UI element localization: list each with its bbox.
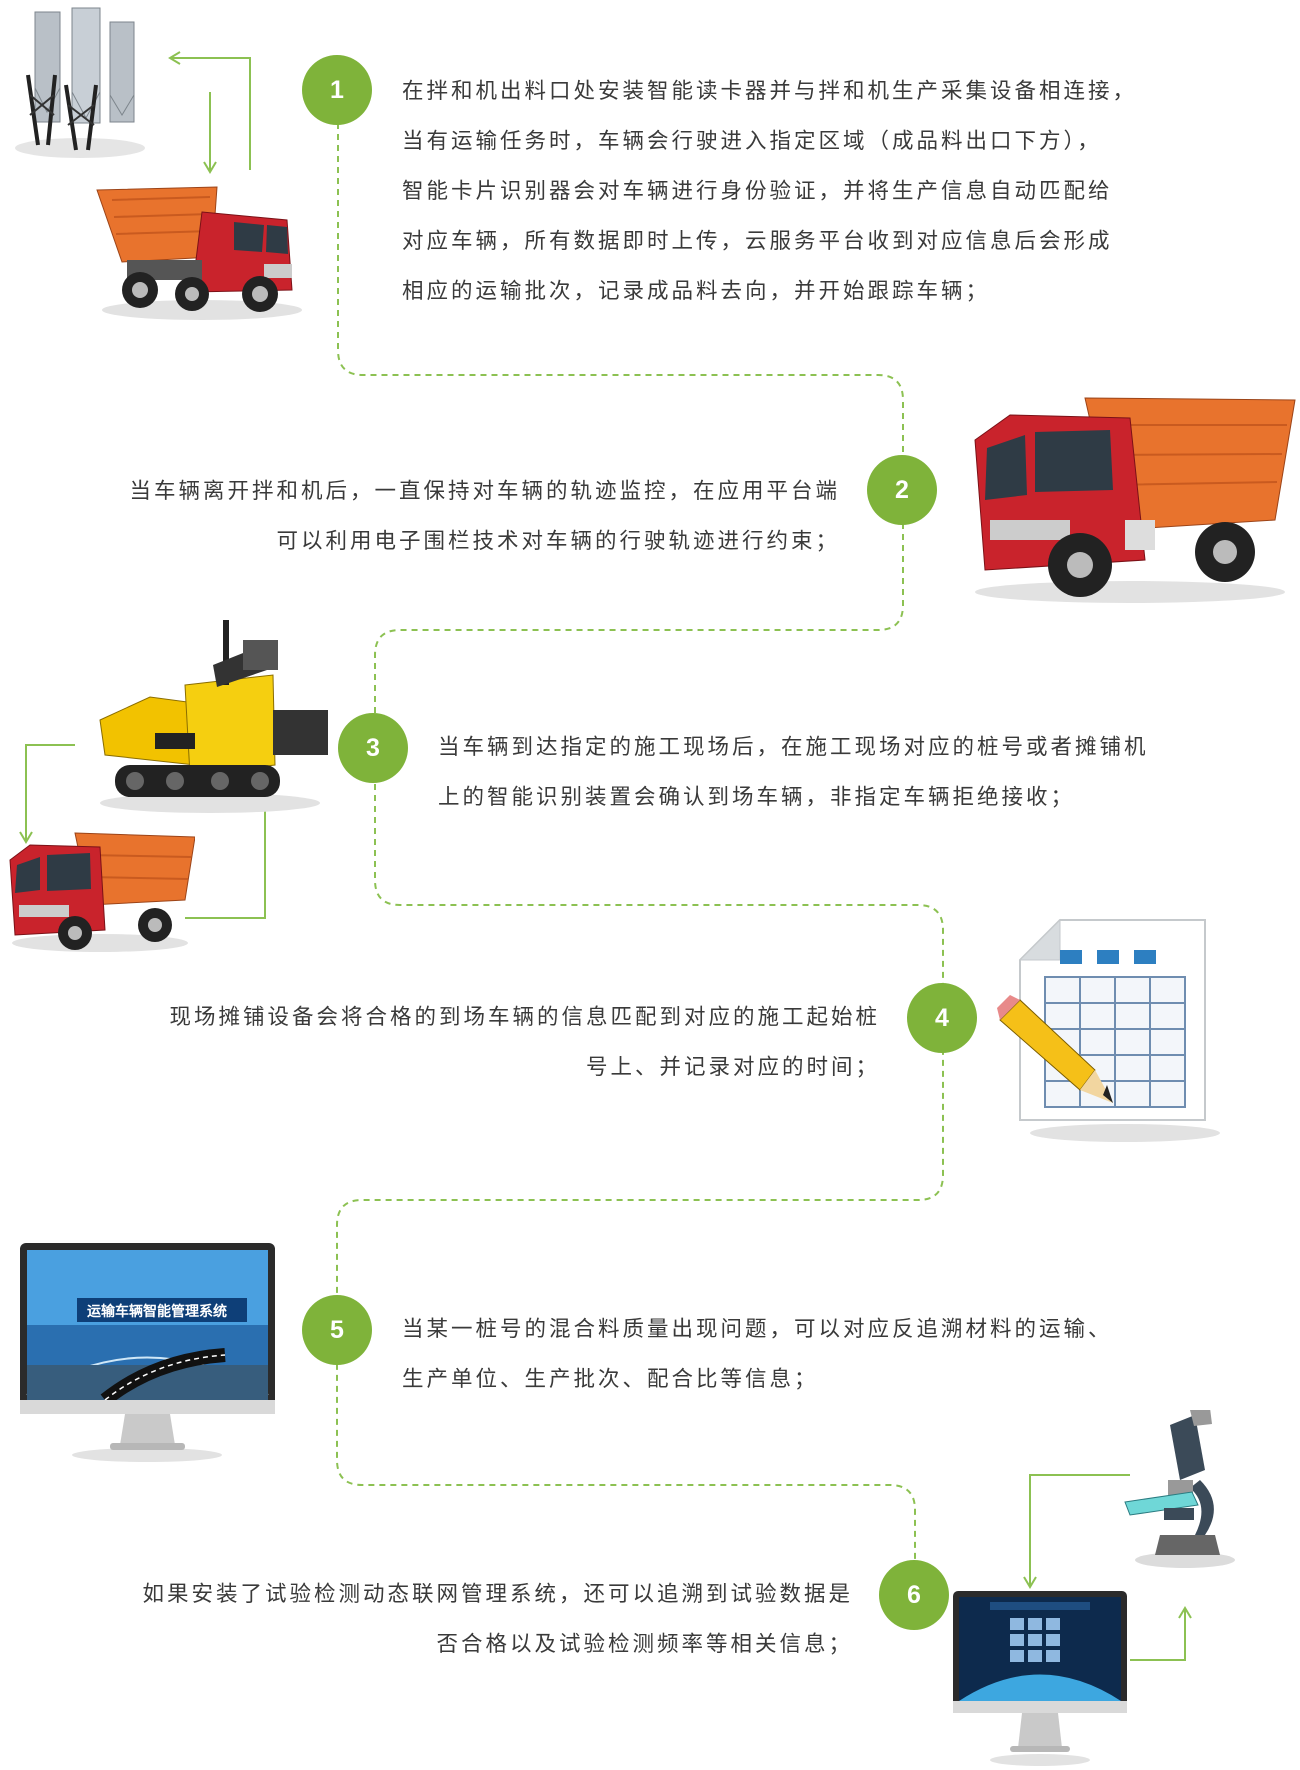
- flow-arrow-path: [19, 51, 1192, 1661]
- description-line: 当某一桩号的混合料质量出现问题，可以对应反追溯材料的运输、: [402, 1317, 1113, 1342]
- step-2-description: 当车辆离开拌和机后，一直保持对车辆的轨迹监控，在应用平台端 可以利用电子围栏技术…: [129, 467, 840, 567]
- step-number-badge: 4: [907, 983, 977, 1053]
- description-line: 当车辆到达指定的施工现场后，在施工现场对应的桩号或者摊铺机: [438, 735, 1149, 760]
- microscope-icon: [1124, 1410, 1235, 1568]
- spreadsheet-pencil-icon: [997, 918, 1220, 1142]
- description-line: 对应车辆，所有数据即时上传，云服务平台收到对应信息后会形成: [402, 229, 1113, 254]
- step-3-description: 当车辆到达指定的施工现场后，在施工现场对应的桩号或者摊铺机 上的智能识别装置会确…: [438, 723, 1149, 823]
- description-line: 当车辆离开拌和机后，一直保持对车辆的轨迹监控，在应用平台端: [129, 479, 840, 504]
- description-line: 智能卡片识别器会对车辆进行身份验证，并将生产信息自动匹配给: [402, 179, 1113, 204]
- step-number-badge: 1: [302, 55, 372, 125]
- step-number-badge: 3: [338, 713, 408, 783]
- description-line: 上的智能识别装置会确认到场车辆，非指定车辆拒绝接收；: [438, 785, 1076, 810]
- dump-truck-icon: [96, 186, 302, 320]
- description-line: 可以利用电子围栏技术对车辆的行驶轨迹进行约束；: [276, 529, 840, 554]
- step-number-badge: 5: [302, 1295, 372, 1365]
- description-line: 生产单位、生产批次、配合比等信息；: [402, 1367, 819, 1392]
- asphalt-paver-icon: [99, 620, 328, 813]
- monitor-icon: [953, 1591, 1127, 1766]
- description-line: 现场摊铺设备会将合格的到场车辆的信息匹配到对应的施工起始桩: [169, 1005, 880, 1030]
- description-line: 在拌和机出料口处安装智能读卡器并与拌和机生产采集设备相连接，: [402, 79, 1138, 104]
- description-line: 否合格以及试验检测频率等相关信息；: [436, 1632, 853, 1657]
- description-line: 相应的运输批次，记录成品料去向，并开始跟踪车辆；: [402, 279, 991, 304]
- step-number-badge: 6: [879, 1560, 949, 1630]
- step-number-badge: 2: [867, 455, 937, 525]
- dump-truck-icon: [974, 397, 1296, 603]
- step-4-description: 现场摊铺设备会将合格的到场车辆的信息匹配到对应的施工起始桩 号上、并记录对应的时…: [169, 993, 880, 1093]
- step-1-description: 在拌和机出料口处安装智能读卡器并与拌和机生产采集设备相连接， 当有运输任务时，车…: [402, 67, 1137, 317]
- step-5-description: 当某一桩号的混合料质量出现问题，可以对应反追溯材料的运输、 生产单位、生产批次、…: [402, 1305, 1113, 1405]
- step-6-description: 如果安装了试验检测动态联网管理系统，还可以追溯到试验数据是 否合格以及试验检测频…: [142, 1570, 853, 1670]
- description-line: 当有运输任务时，车辆会行驶进入指定区域（成品料出口下方），: [402, 129, 1102, 154]
- monitor-icon: 运输车辆智能管理系统: [20, 1243, 275, 1462]
- mixing-plant-icon: [15, 7, 145, 158]
- screen-title: 运输车辆智能管理系统: [87, 1303, 227, 1320]
- description-line: 如果安装了试验检测动态联网管理系统，还可以追溯到试验数据是: [142, 1582, 853, 1607]
- description-line: 号上、并记录对应的时间；: [585, 1055, 880, 1080]
- dump-truck-icon: [9, 832, 195, 952]
